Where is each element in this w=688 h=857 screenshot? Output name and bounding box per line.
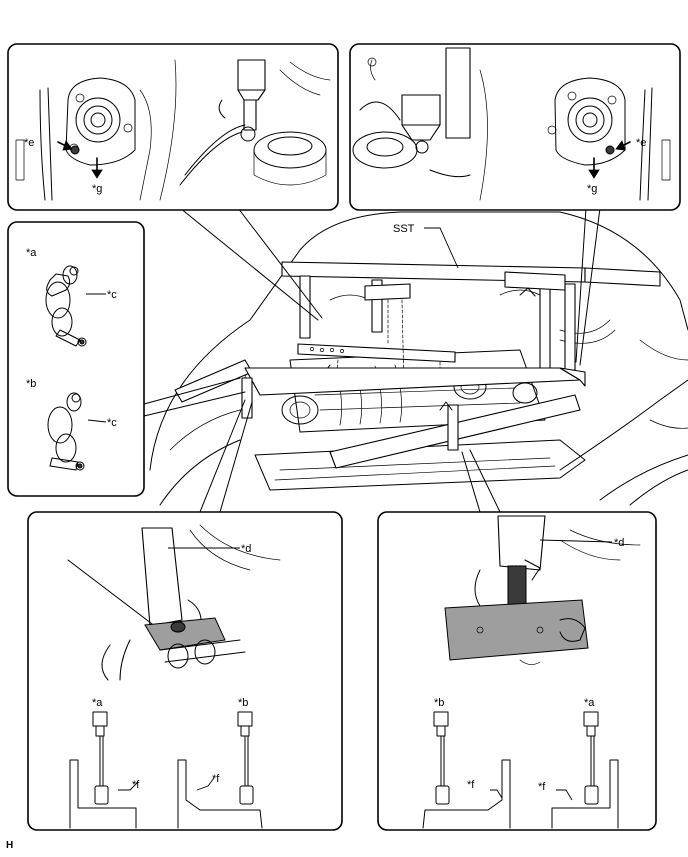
callout-d-right: *d bbox=[614, 537, 624, 549]
chain-a bbox=[45, 265, 87, 347]
schematic-b bbox=[177, 711, 263, 829]
schematic-a bbox=[69, 711, 137, 829]
sst-leader bbox=[424, 227, 459, 269]
inset-bottom-right bbox=[377, 449, 657, 831]
callout-g-right: *g bbox=[587, 183, 597, 195]
engine-bay-view bbox=[149, 211, 688, 506]
callout-f-bottom-left-1: *f bbox=[132, 779, 140, 791]
callout-a-chain: *a bbox=[26, 247, 37, 259]
callout-g-left: *g bbox=[92, 183, 102, 195]
inset-chain-links bbox=[7, 221, 246, 497]
callout-b-bottom-left: *b bbox=[238, 697, 248, 709]
schematic-b-right bbox=[422, 711, 511, 829]
sst-label: SST bbox=[393, 223, 415, 235]
callout-f-bottom-right-1: *f bbox=[467, 779, 475, 791]
chain-b bbox=[47, 392, 85, 471]
inset-top-left bbox=[7, 43, 339, 321]
callout-a-bottom-right: *a bbox=[584, 697, 595, 709]
callout-b-bottom-right: *b bbox=[434, 697, 444, 709]
callout-b-chain: *b bbox=[26, 378, 36, 390]
callout-f-bottom-right-2: *f bbox=[538, 781, 546, 793]
callout-e-right: *e bbox=[636, 137, 646, 149]
callout-a-bottom-left: *a bbox=[92, 697, 103, 709]
inset-bottom-left bbox=[27, 399, 343, 831]
callout-f-bottom-left-2: *f bbox=[212, 773, 220, 785]
callout-d-left: *d bbox=[241, 543, 251, 555]
schematic-a-right bbox=[551, 711, 619, 829]
sheet-marker: H bbox=[6, 840, 13, 851]
callout-c-chain-b: *c bbox=[107, 417, 117, 429]
callout-e-left: *e bbox=[24, 137, 34, 149]
callout-c-chain-a: *c bbox=[107, 289, 117, 301]
inset-top-right bbox=[349, 43, 681, 366]
